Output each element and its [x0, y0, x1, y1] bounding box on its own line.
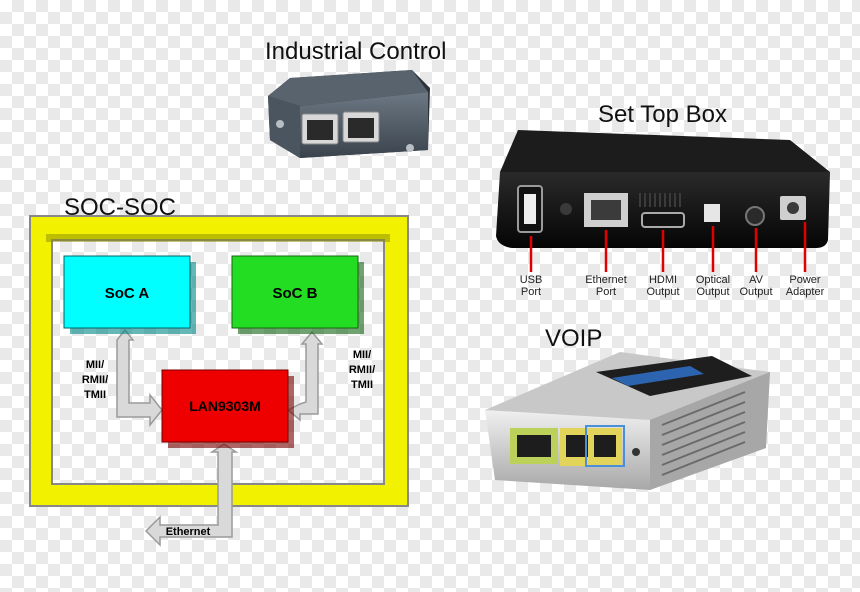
port-label-power: Power Adapter — [775, 274, 835, 298]
left-bus-line-1: MII/ — [86, 359, 104, 371]
industrial-control-module — [268, 70, 430, 158]
port-label-line: Port — [595, 286, 617, 298]
port-label-line: Ethernet — [585, 274, 627, 286]
port-label-line: Optical — [695, 274, 731, 286]
left-bus-arrow — [116, 328, 163, 428]
soc-b-label: SoC B — [273, 285, 318, 302]
right-bus-line-1: MII/ — [353, 349, 371, 361]
soc-diagram: SoC A SoC B LAN9303M MII/ RMII/ TMII MII… — [29, 215, 409, 547]
voip-adapter — [485, 352, 770, 490]
port-label-line: Port — [520, 286, 542, 298]
bus-arrows — [116, 328, 324, 547]
port-label-line: AV — [749, 274, 763, 286]
soc-a-box — [63, 255, 196, 334]
port-label-line: Output — [696, 286, 730, 298]
right-bus-line-2: RMII/ — [349, 364, 375, 376]
right-bus-label: MII/ RMII/ TMII — [349, 349, 375, 391]
port-label-line: HDMI — [648, 274, 678, 286]
port-label-line: Adapter — [785, 286, 825, 298]
left-bus-label: MII/ RMII/ TMII — [82, 359, 108, 401]
port-label-optical: Optical Output — [683, 274, 743, 298]
port-label-line: Power — [789, 274, 821, 286]
soc-b-box — [231, 255, 364, 334]
port-label-hdmi: HDMI Output — [633, 274, 693, 298]
ethernet-label: Ethernet — [166, 526, 211, 538]
lan9303m-label: LAN9303M — [189, 398, 261, 414]
set-top-box — [496, 130, 830, 272]
left-bus-line-2: RMII/ — [82, 374, 108, 386]
port-label-usb: USB Port — [501, 274, 561, 298]
soc-a-label: SoC A — [105, 285, 150, 302]
port-label-av: AV Output — [726, 274, 786, 298]
industrial-control-title: Industrial Control — [265, 38, 447, 65]
right-bus-line-3: TMII — [351, 379, 373, 391]
port-label-ethernet: Ethernet Port — [576, 274, 636, 298]
set-top-box-title: Set Top Box — [598, 101, 727, 128]
port-label-line: Output — [739, 286, 773, 298]
lan9303m-box — [161, 369, 294, 448]
port-label-line: USB — [519, 274, 543, 286]
ethernet-arrow — [144, 443, 239, 547]
right-bus-arrow — [286, 330, 324, 422]
port-label-line: Output — [646, 286, 680, 298]
voip-title: VOIP — [545, 325, 603, 352]
left-bus-line-3: TMII — [84, 389, 106, 401]
